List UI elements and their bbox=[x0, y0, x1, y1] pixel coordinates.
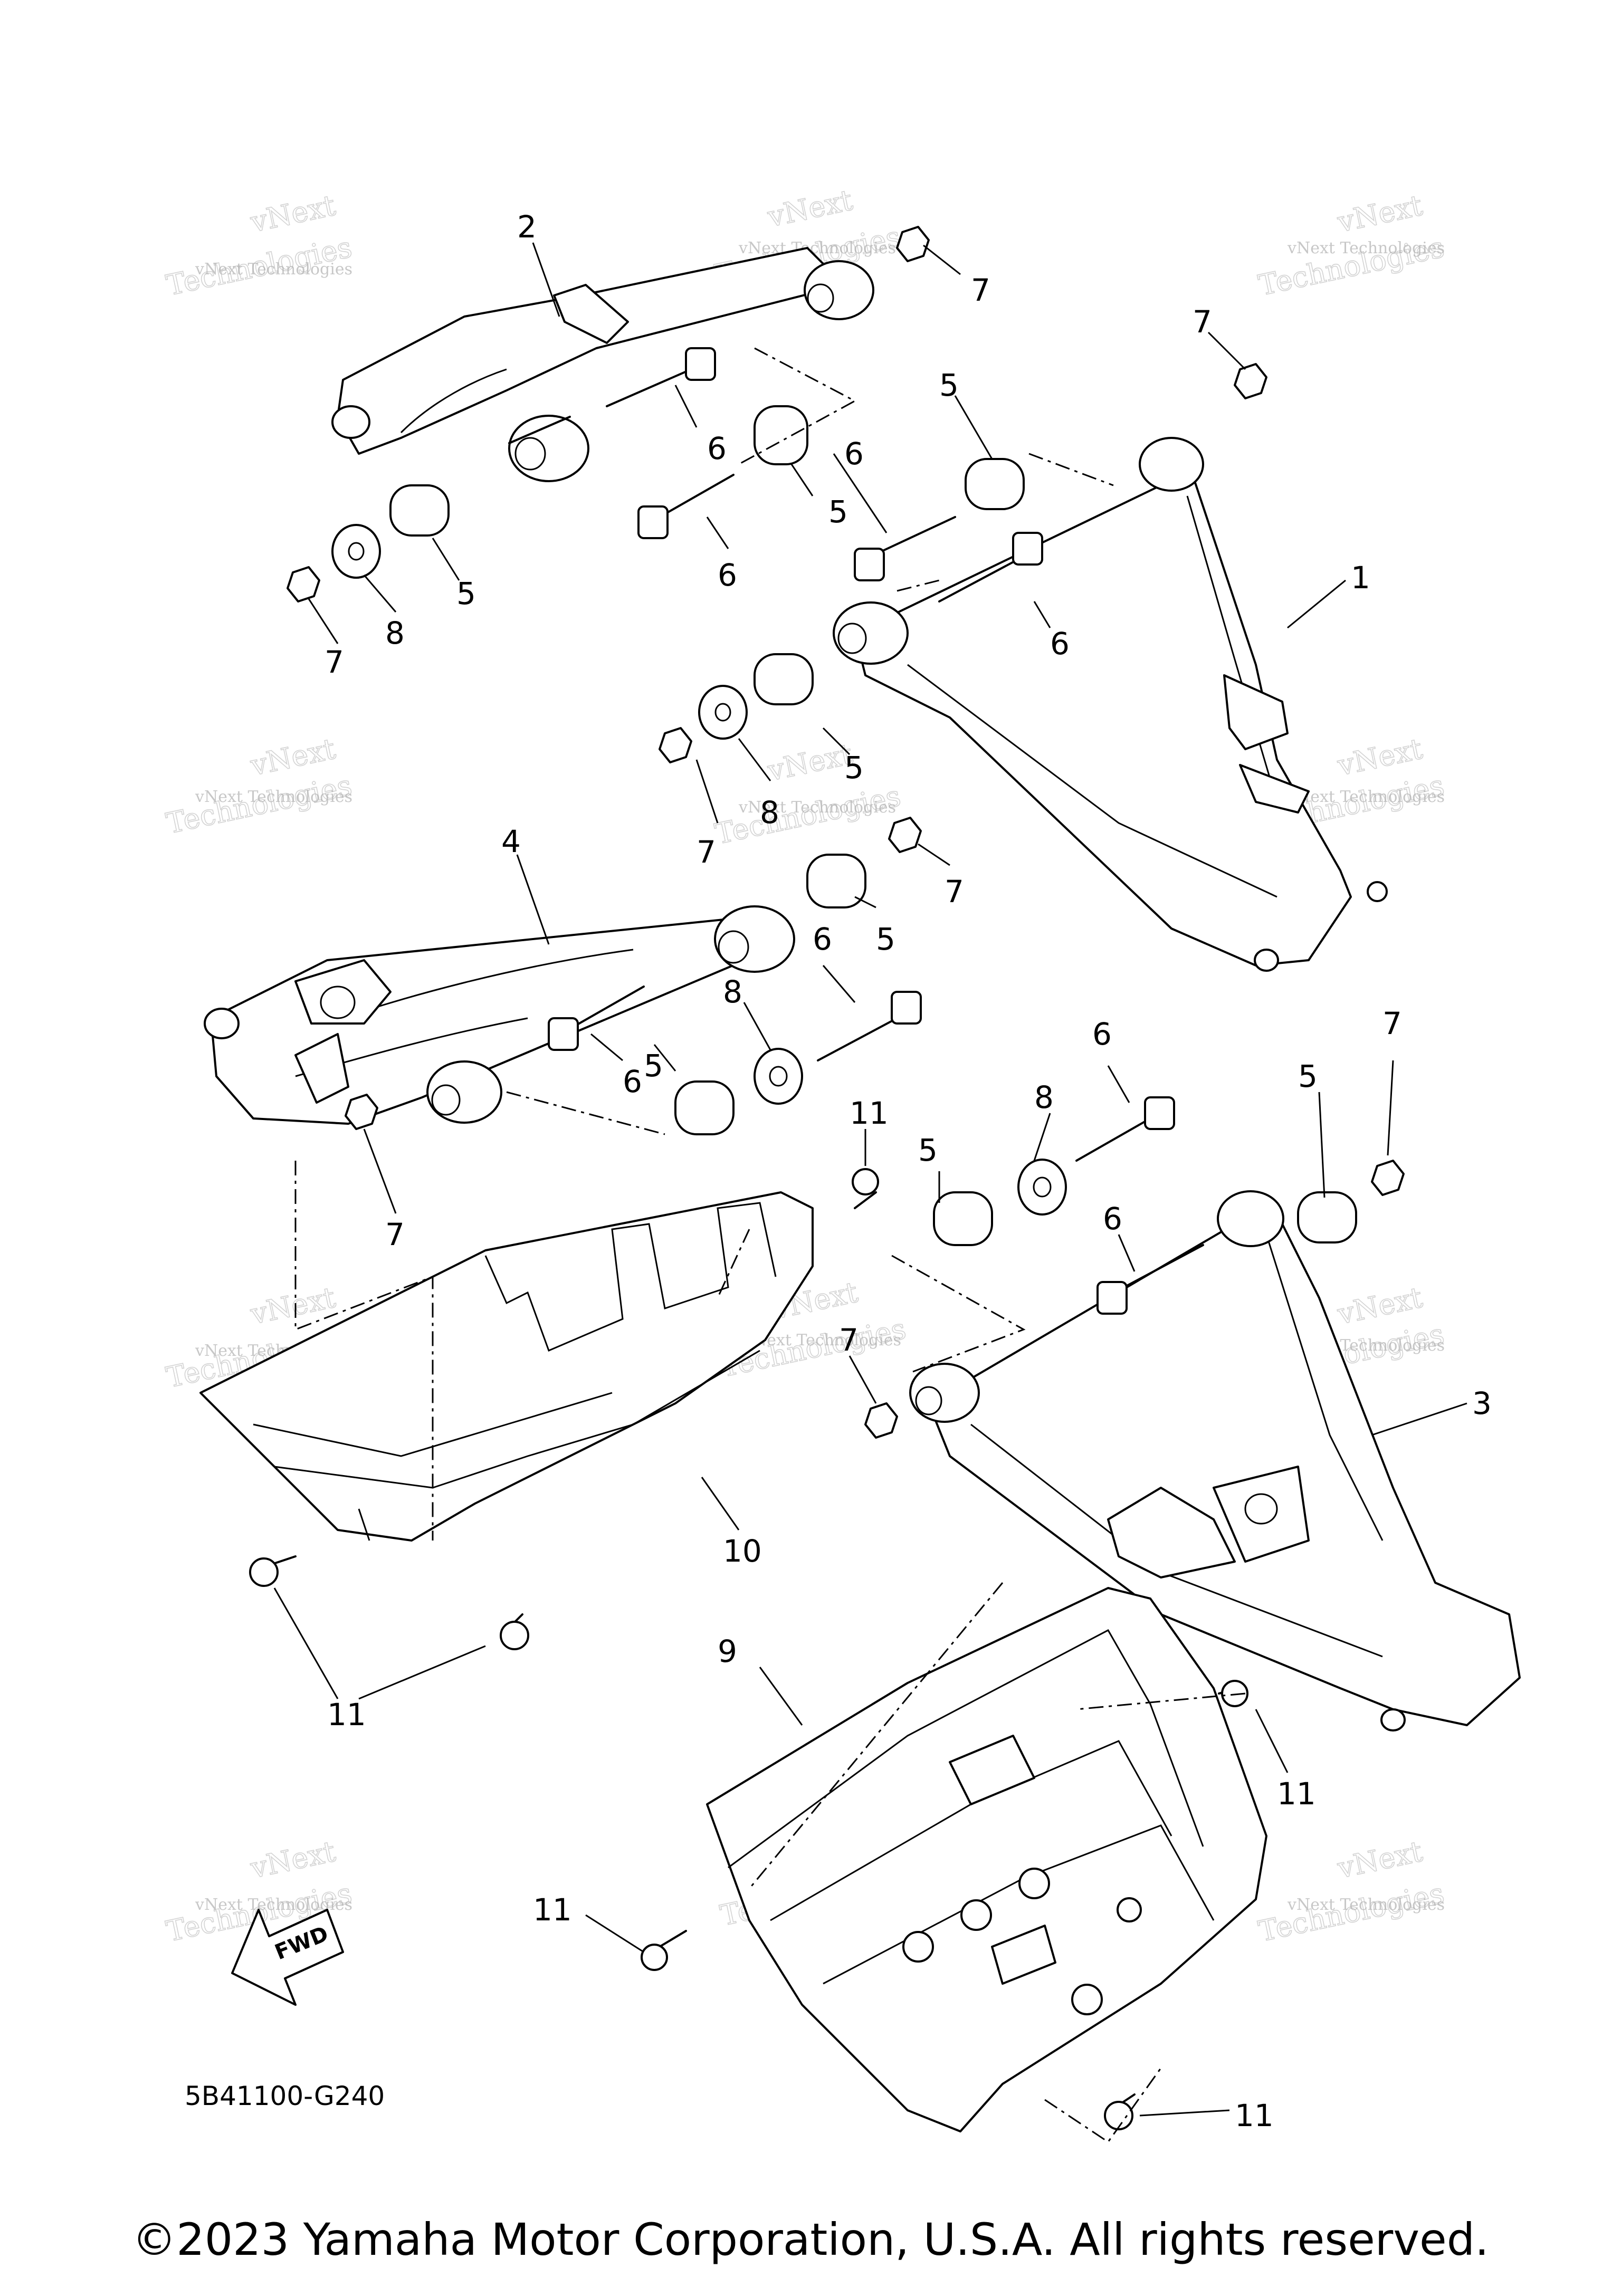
callout-6a: 6 bbox=[707, 430, 727, 466]
bolt-set bbox=[548, 347, 1204, 1315]
watermark-top-right: vNext Technologies vNext Technologies bbox=[1255, 188, 1447, 303]
svg-text:vNext Technologies: vNext Technologies bbox=[195, 788, 352, 806]
callout-11a: 11 bbox=[850, 1095, 889, 1131]
callout-8d: 8 bbox=[1034, 1079, 1054, 1115]
washer-set bbox=[331, 524, 1067, 1216]
callout-10: 10 bbox=[723, 1533, 762, 1569]
svg-text:Technologies: Technologies bbox=[164, 231, 355, 302]
bushing-set bbox=[389, 405, 1357, 1246]
skid-plate-right bbox=[706, 1587, 1267, 2132]
svg-text:vNext Technologies: vNext Technologies bbox=[195, 260, 352, 279]
svg-text:vNext: vNext bbox=[247, 1834, 339, 1885]
callout-7e: 7 bbox=[945, 874, 964, 910]
svg-text:vNext: vNext bbox=[1334, 188, 1426, 239]
callout-6b: 6 bbox=[718, 557, 737, 593]
upper-arm-right bbox=[833, 437, 1388, 972]
svg-text:vNext: vNext bbox=[1334, 1834, 1426, 1885]
callout-6f: 6 bbox=[813, 921, 832, 957]
callout-7b: 7 bbox=[1193, 304, 1212, 340]
lower-arm-left bbox=[204, 905, 795, 1125]
callout-5c: 5 bbox=[939, 367, 959, 403]
callout-7f: 7 bbox=[385, 1217, 405, 1252]
bushing-3 bbox=[965, 458, 1025, 510]
callout-11c: 11 bbox=[1277, 1776, 1316, 1812]
svg-text:vNext: vNext bbox=[247, 1280, 339, 1331]
callout-3: 3 bbox=[1472, 1385, 1492, 1421]
watermark-mid-left: vNext Technologies vNext Technologies bbox=[163, 732, 355, 841]
svg-text:vNext Technologies: vNext Technologies bbox=[1287, 239, 1445, 257]
callout-5d: 5 bbox=[844, 750, 864, 786]
callout-6d: 6 bbox=[1050, 626, 1070, 662]
callout-5f: 5 bbox=[644, 1048, 663, 1084]
part-number: 5B41100-G240 bbox=[185, 2081, 385, 2111]
callout-6c: 6 bbox=[844, 436, 864, 472]
bushing-2 bbox=[754, 405, 808, 465]
callout-5h: 5 bbox=[1298, 1058, 1318, 1094]
callout-5e: 5 bbox=[876, 921, 895, 957]
callout-8b: 8 bbox=[760, 795, 779, 830]
leader-lines bbox=[273, 242, 1467, 2117]
callout-2: 2 bbox=[517, 209, 537, 245]
callout-6g: 6 bbox=[1092, 1016, 1112, 1052]
callout-7a: 7 bbox=[971, 272, 990, 308]
callout-5b: 5 bbox=[456, 576, 476, 611]
callout-5a: 5 bbox=[828, 494, 848, 530]
callout-9: 9 bbox=[718, 1633, 737, 1669]
bushing-4 bbox=[754, 653, 814, 705]
lower-arm-right bbox=[909, 1190, 1521, 1731]
callout-5g: 5 bbox=[918, 1132, 938, 1168]
svg-text:Technologies: Technologies bbox=[1256, 1877, 1447, 1948]
callout-7g: 7 bbox=[1382, 1006, 1402, 1041]
svg-text:vNext: vNext bbox=[765, 183, 856, 234]
callout-7c: 7 bbox=[325, 644, 344, 680]
watermark-top-left: vNext Technologies vNext Technologies bbox=[163, 188, 355, 303]
watermark-mid-center: vNext Technologies vNext Technologies bbox=[712, 737, 904, 852]
bushing-6 bbox=[674, 1080, 735, 1135]
bushing-5 bbox=[806, 854, 866, 908]
svg-text:vNext Technologies: vNext Technologies bbox=[738, 239, 896, 257]
callout-6h: 6 bbox=[1103, 1201, 1122, 1237]
alignment-lines bbox=[294, 347, 1246, 2144]
callout-4: 4 bbox=[501, 824, 521, 859]
callout-7d: 7 bbox=[697, 834, 716, 870]
copyright-notice: ©2023 Yamaha Motor Corporation, U.S.A. A… bbox=[132, 2214, 1489, 2265]
bushing-1 bbox=[389, 484, 450, 537]
skid-plate-left bbox=[199, 1191, 814, 1542]
bushing-7 bbox=[933, 1191, 993, 1246]
callout-1: 1 bbox=[1351, 560, 1370, 596]
upper-arm-left bbox=[331, 247, 874, 482]
callout-6e: 6 bbox=[623, 1064, 642, 1099]
svg-text:vNext Technologies: vNext Technologies bbox=[1287, 788, 1445, 806]
svg-text:vNext: vNext bbox=[765, 737, 856, 788]
callout-11e: 11 bbox=[1235, 2098, 1274, 2134]
callout-7h: 7 bbox=[839, 1322, 859, 1358]
svg-text:vNext Technologies: vNext Technologies bbox=[738, 798, 896, 817]
nut-set bbox=[287, 226, 1405, 1439]
callout-11b: 11 bbox=[327, 1697, 366, 1733]
svg-text:Technologies: Technologies bbox=[712, 779, 904, 851]
callout-11d: 11 bbox=[533, 1892, 572, 1928]
watermark-bottom-right: vNext Technologies vNext Technologies bbox=[1255, 1834, 1447, 1949]
svg-text:vNext: vNext bbox=[247, 188, 339, 239]
callout-8a: 8 bbox=[385, 615, 405, 651]
callout-8c: 8 bbox=[723, 974, 742, 1010]
bushing-8 bbox=[1297, 1191, 1357, 1243]
callout-labels: 1 2 3 4 5 5 5 5 5 5 5 5 6 6 6 6 6 6 6 6 … bbox=[325, 209, 1492, 2134]
screw-set bbox=[249, 1168, 1248, 2130]
svg-text:vNext Technologies: vNext Technologies bbox=[1287, 1896, 1445, 1914]
